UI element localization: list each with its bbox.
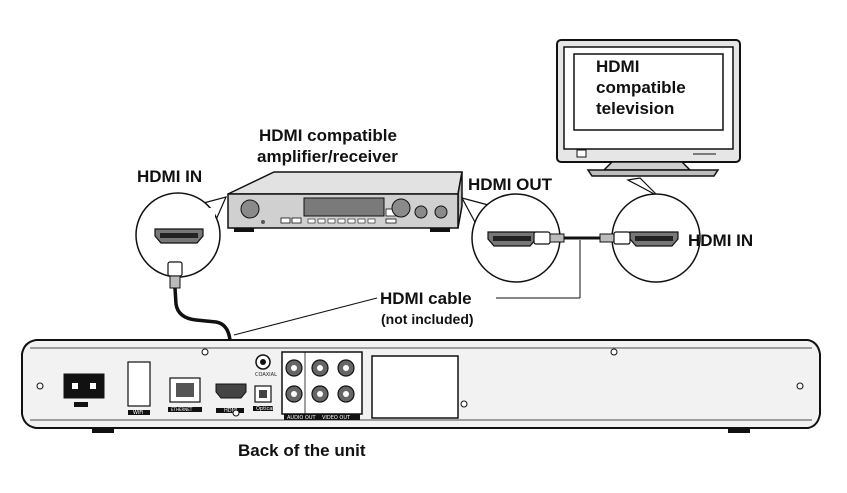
hdmi-in-label-left: HDMI IN [137, 167, 202, 186]
optical-label: Optical [256, 406, 274, 412]
television: HDMI compatible television [556, 39, 741, 177]
wifi-port: WiFi [127, 361, 151, 416]
video-out-label: VIDEO OUT [322, 415, 351, 421]
hdmi-cable-note: (not included) [381, 311, 474, 327]
callout-amplifier-hdmi-out: HDMI OUT [460, 175, 561, 283]
power-inlet [63, 373, 105, 407]
callout-tv-hdmi-in: HDMI IN [611, 177, 753, 283]
amplifier-label-line2: amplifier/receiver [257, 147, 398, 166]
amplifier-label-line1: HDMI compatible [259, 126, 397, 145]
hdmi-cable-amp-to-tv [533, 231, 631, 245]
callout-amplifier-hdmi-in: HDMI IN [135, 167, 228, 278]
tv-label-line3: television [596, 99, 674, 118]
hdmi-in-label-right: HDMI IN [688, 231, 753, 250]
tv-label-line1: HDMI [596, 57, 639, 76]
hdmi-cable-label: HDMI cable [380, 289, 472, 308]
unit-back-panel: WiFi ETHERNET HDMI COAXIAL Optical [21, 339, 821, 433]
unit-hdmi-label: HDMI [224, 408, 237, 414]
tv-label-line2: compatible [596, 78, 686, 97]
ethernet-port: ETHERNET [168, 377, 202, 412]
coaxial-label: COAXIAL [255, 372, 277, 378]
amplifier-receiver: HDMI compatible amplifier/receiver [227, 126, 463, 232]
unit-hdmi-port: HDMI [215, 383, 247, 417]
label-plate [371, 355, 459, 419]
hdmi-out-label: HDMI OUT [468, 175, 553, 194]
audio-video-out-panel: AUDIO OUT VIDEO OUT [281, 351, 363, 421]
caption-back-of-unit: Back of the unit [238, 441, 366, 460]
audio-out-label: AUDIO OUT [287, 415, 317, 421]
cable-label-group: HDMI cable (not included) [233, 240, 581, 336]
wifi-label: WiFi [133, 410, 143, 416]
coaxial-optical-ports: COAXIAL Optical [253, 354, 277, 412]
ethernet-label: ETHERNET [171, 407, 193, 412]
